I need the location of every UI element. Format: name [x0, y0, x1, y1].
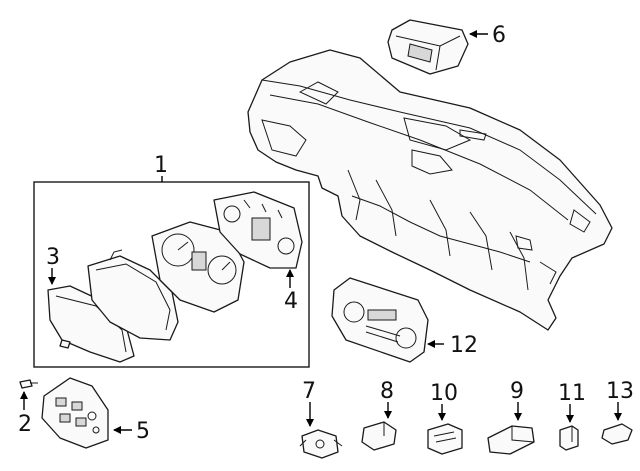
screw-2 [19, 379, 38, 389]
callout-4: 4 [284, 289, 298, 314]
callout-6: 6 [492, 23, 506, 48]
gauge-face [151, 221, 245, 313]
part-8 [361, 421, 397, 451]
part-13 [601, 423, 633, 445]
callout-12: 12 [450, 333, 478, 358]
callout-7: 7 [302, 379, 316, 404]
callout-3: 3 [46, 245, 60, 270]
callout-5: 5 [136, 419, 150, 444]
callout-1: 1 [154, 153, 168, 178]
callout-9: 9 [510, 379, 524, 404]
cluster-board [213, 191, 303, 269]
callout-13: 13 [606, 379, 634, 404]
callout-2: 2 [18, 412, 32, 437]
callout-11: 11 [558, 381, 586, 406]
dashboard-panel [247, 49, 613, 331]
callout-8: 8 [380, 379, 394, 404]
climate-control-12 [331, 277, 429, 363]
part-11 [559, 425, 579, 451]
cluster-group-box [33, 181, 310, 368]
part-10 [427, 423, 463, 455]
connector-7 [299, 429, 343, 459]
switch-panel-5 [41, 377, 109, 449]
leader-lines [20, 30, 622, 434]
callout-10: 10 [430, 381, 458, 406]
part-9 [487, 425, 535, 455]
cluster-housing [87, 249, 179, 341]
module-6 [387, 19, 469, 75]
